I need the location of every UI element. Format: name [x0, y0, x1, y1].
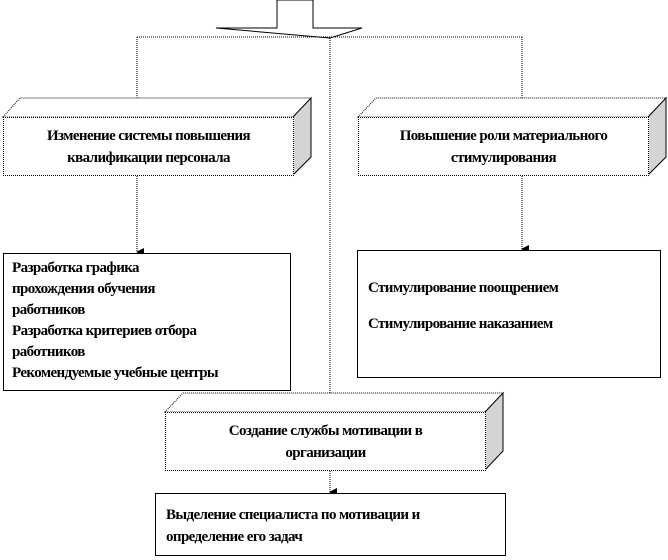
box-specialist: Выделение специалиста по мотивации и опр…: [155, 493, 506, 556]
box-training-top: [1, 97, 313, 118]
box-training-line: Изменение системы повышения: [46, 127, 251, 144]
list-item: прохождения обучения: [12, 281, 155, 297]
box-service-line: Создание службы мотивации в: [228, 422, 423, 439]
box-service-line: организации: [285, 444, 366, 461]
box-material-line: стимулирования: [450, 149, 557, 166]
top-block-arrow: [215, 0, 363, 39]
box-specialist-line: определение его задач: [166, 529, 303, 545]
list-item: Стимулирование наказанием: [368, 316, 553, 332]
list-training: Разработка графика прохождения обучения …: [3, 253, 291, 391]
list-material: Стимулирование поощрением Стимулирование…: [357, 250, 661, 378]
box-material-top: [356, 97, 668, 118]
box-training-line: квалификации персонала: [67, 149, 230, 166]
list-item: работников: [12, 344, 85, 360]
box-service-top: [163, 392, 505, 413]
box-material: Повышение роли материального стимулирова…: [358, 117, 649, 176]
list-item: Разработка критериев отбора: [12, 323, 197, 339]
list-item: работников: [12, 302, 85, 318]
list-item: Разработка графика: [12, 260, 140, 276]
box-service: Создание службы мотивации в организации: [165, 412, 486, 471]
box-training: Изменение системы повышения квалификации…: [3, 117, 294, 176]
list-item: Стимулирование поощрением: [368, 280, 559, 296]
list-item: Рекомендуемые учебные центры: [12, 365, 219, 381]
box-specialist-line: Выделение специалиста по мотивации и: [166, 507, 420, 523]
box-material-line: Повышение роли материального: [399, 127, 608, 144]
